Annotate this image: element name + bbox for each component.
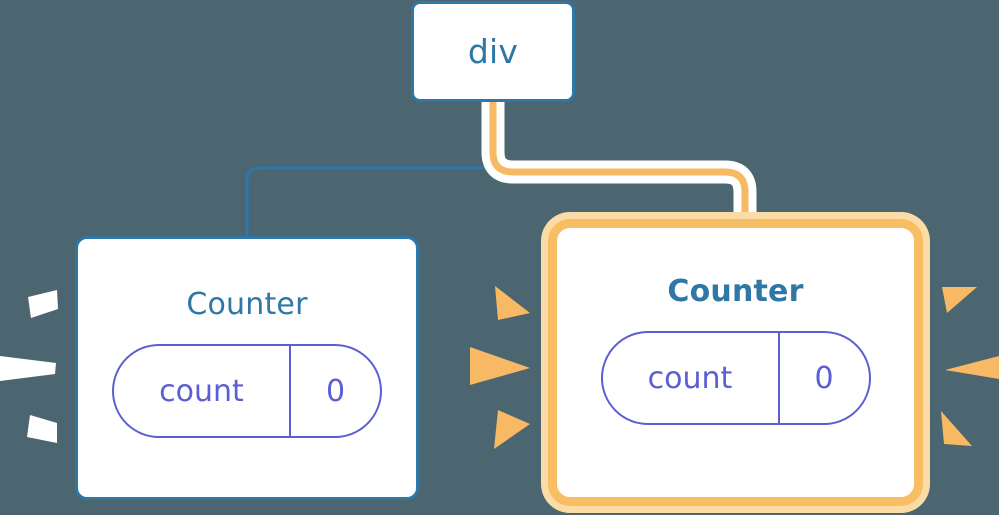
edge-div-to-counter-left xyxy=(245,102,495,236)
edge-div-to-counter-right-halo xyxy=(481,102,757,228)
ray-white-middle xyxy=(0,356,56,381)
node-counter-right[interactable]: Counter count 0 xyxy=(548,219,923,506)
ray-orange-outer-lower xyxy=(941,411,972,446)
state-key-label: count xyxy=(159,373,244,409)
state-pill-counter-right[interactable]: count 0 xyxy=(600,331,871,425)
ray-orange-inner-lower xyxy=(494,410,530,449)
rays-counter-right-outer xyxy=(941,287,999,446)
ray-white-lower xyxy=(27,415,57,443)
node-div-label: div xyxy=(467,32,519,71)
node-counter-left[interactable]: Counter count 0 xyxy=(75,236,419,500)
ray-white-upper xyxy=(28,290,58,318)
ray-orange-inner-middle xyxy=(470,347,530,385)
ray-orange-outer-middle xyxy=(945,356,999,379)
ray-orange-inner-upper xyxy=(495,286,530,320)
state-value-label: 0 xyxy=(289,346,380,436)
node-counter-right-label: Counter xyxy=(667,274,804,309)
rays-counter-right-inner xyxy=(470,286,530,449)
state-pill-counter-left[interactable]: count 0 xyxy=(112,344,382,438)
state-key-label: count xyxy=(647,360,733,396)
rays-counter-left-outer xyxy=(0,290,58,443)
node-div[interactable]: div xyxy=(411,1,575,102)
node-counter-left-label: Counter xyxy=(186,287,308,322)
state-value-label: 0 xyxy=(777,333,869,423)
ray-orange-outer-upper xyxy=(942,287,977,313)
edge-div-to-counter-right xyxy=(489,102,749,228)
